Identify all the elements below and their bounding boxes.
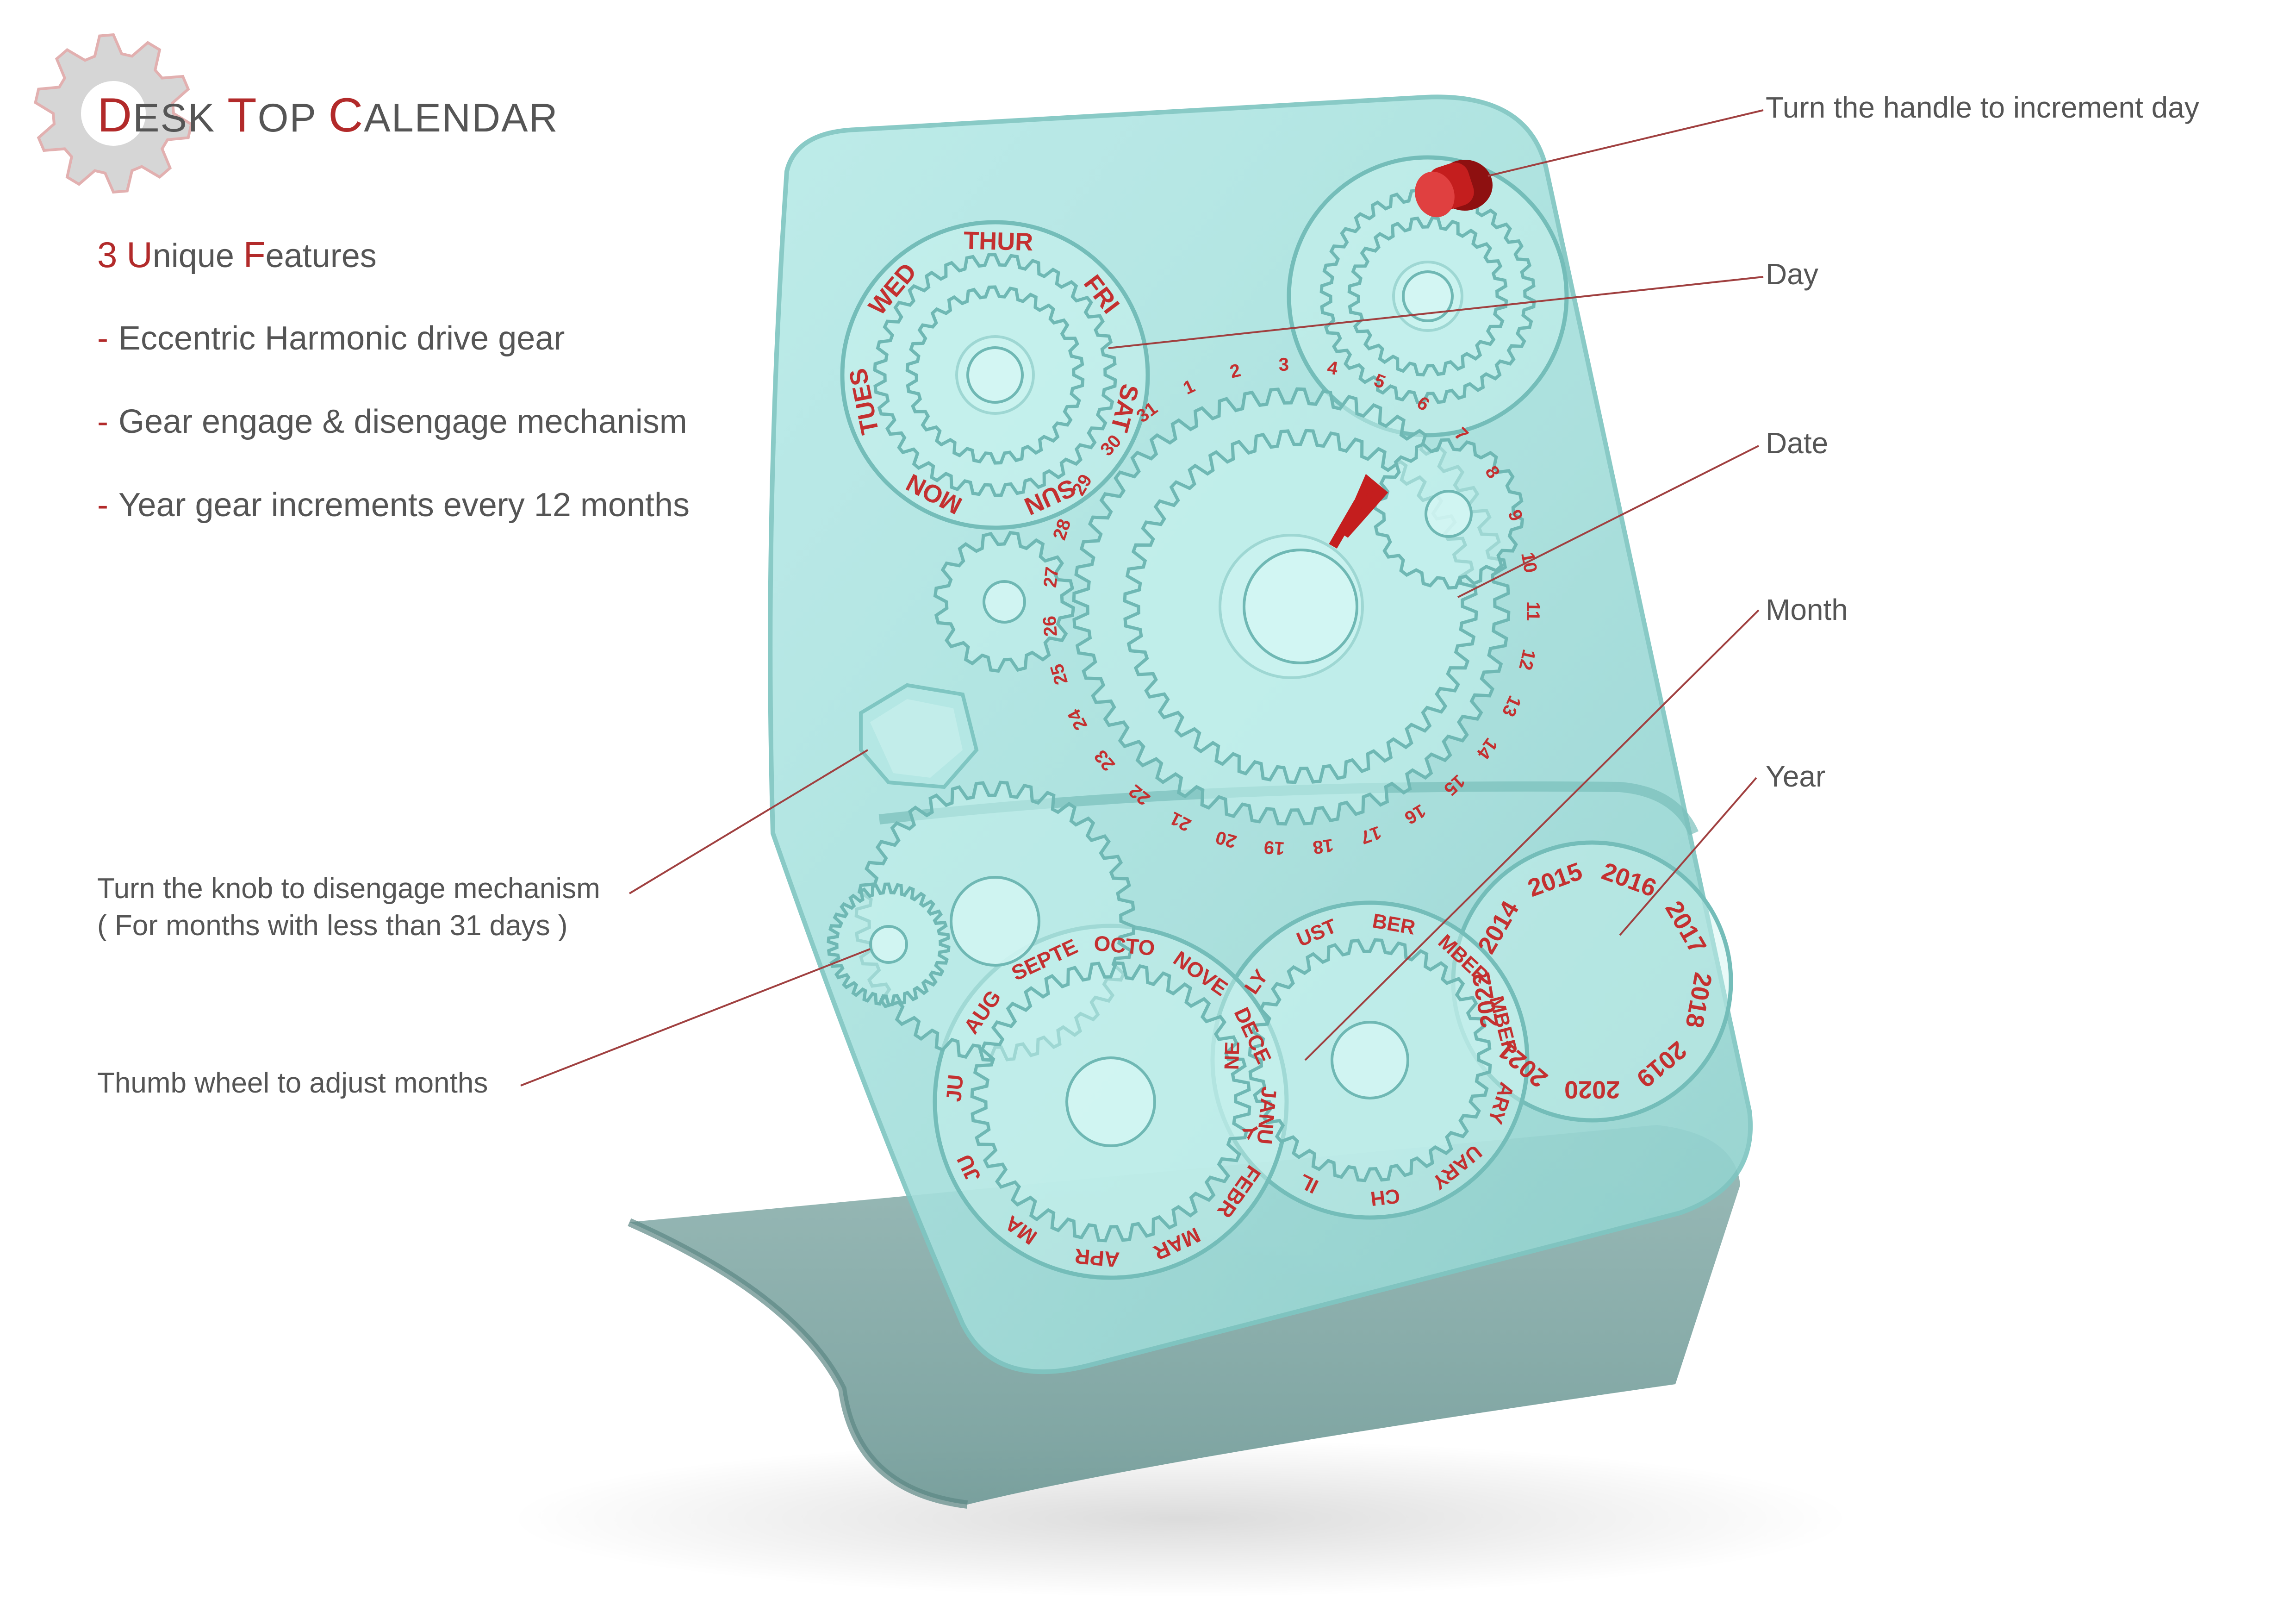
month-drive-gear-hub <box>950 876 1040 967</box>
features-heading: 3 Unique Features <box>97 234 377 276</box>
feature-dash: - <box>97 403 108 440</box>
leader-date <box>1457 445 1759 598</box>
features-heading-word-eatures: eatures <box>265 237 377 275</box>
transfer-gear-hub <box>983 580 1026 624</box>
feature-text: Gear engage & disengage mechanism <box>118 403 687 440</box>
date-label: 26 <box>1039 615 1061 637</box>
features-heading-cap-f: F <box>243 234 266 275</box>
handle-inner-gear-hub <box>1402 270 1454 322</box>
leader-thumb <box>520 948 871 1087</box>
gear-icon <box>34 33 193 194</box>
callout-date: Date <box>1766 426 1829 460</box>
date-label: 11 <box>1523 601 1543 621</box>
leader-day <box>1108 276 1764 349</box>
increment-handle[interactable] <box>1409 159 1493 222</box>
features-heading-cap-3: 3 <box>97 234 118 275</box>
day-inner-gear-hub <box>966 346 1024 404</box>
date-label: 10 <box>1517 550 1541 575</box>
callout-thumb-wheel: Thumb wheel to adjust months <box>97 1065 488 1102</box>
month-label: JANU <box>1252 1086 1282 1145</box>
title-word-esk: ESK <box>133 96 228 140</box>
feature-item: -Year gear increments every 12 months <box>97 486 690 524</box>
thumb-wheel-hub <box>869 925 908 964</box>
feature-dash: - <box>97 320 108 357</box>
date-inner-gear-hub <box>1243 549 1358 664</box>
callout-handle: Turn the handle to increment day <box>1766 91 2199 124</box>
leader-month <box>1304 609 1760 1061</box>
floor-shadow <box>509 1440 1851 1597</box>
month-label: NE <box>1220 1041 1244 1070</box>
callout-month: Month <box>1766 593 1848 626</box>
callout-year: Year <box>1766 760 1826 793</box>
title-word-alendar: ALENDAR <box>364 96 559 140</box>
year-label: 2020 <box>1564 1076 1620 1104</box>
logo-gear-hole <box>81 81 146 146</box>
date-label: 27 <box>1040 566 1063 588</box>
features-heading-word-nique: nique <box>152 237 243 275</box>
title-cap-c: C <box>328 88 364 142</box>
day-label: THUR <box>963 227 1033 256</box>
title-cap-d: D <box>97 88 133 142</box>
month-label: OCTO <box>1093 931 1156 960</box>
leader-year <box>1619 777 1757 936</box>
date-label: 18 <box>1312 835 1335 857</box>
title-cap-t: T <box>227 88 258 142</box>
feature-text: Eccentric Harmonic drive gear <box>118 320 565 357</box>
leader-handle <box>1487 109 1764 177</box>
disengage-knob[interactable] <box>859 683 979 789</box>
date-label: 3 <box>1278 354 1289 375</box>
stand-base-edge <box>628 1218 968 1509</box>
features-heading-cap-u: U <box>126 234 153 275</box>
callout-thumb-wheel-line1: Thumb wheel to adjust months <box>97 1067 488 1099</box>
date-pointer-arrow <box>1329 474 1388 549</box>
feature-text: Year gear increments every 12 months <box>118 487 690 524</box>
leader-lines <box>520 109 1764 1087</box>
page-title: DESK TOP CALENDAR <box>97 88 559 143</box>
feature-dash: - <box>97 487 108 524</box>
title-word-op: OP <box>257 96 329 140</box>
date-label: 19 <box>1263 837 1285 859</box>
callout-day: Day <box>1766 257 1818 291</box>
callout-knob-line1: Turn the knob to disengage mechanism <box>97 873 600 905</box>
month-gear-left-hub <box>1065 1056 1156 1147</box>
month-label: JU <box>941 1074 968 1103</box>
callout-knob: Turn the knob to disengage mechanism ( F… <box>97 870 600 944</box>
feature-item: -Eccentric Harmonic drive gear <box>97 319 565 357</box>
callout-knob-line2: ( For months with less than 31 days ) <box>97 910 568 942</box>
idler-gear-hub <box>1425 490 1473 538</box>
month-gear-right-hub <box>1331 1021 1409 1099</box>
month-label: APR <box>1074 1244 1120 1272</box>
month-label: CH <box>1369 1184 1401 1210</box>
feature-item: -Gear engage & disengage mechanism <box>97 403 687 441</box>
leader-knob <box>628 749 869 894</box>
date-label: 12 <box>1515 648 1539 672</box>
